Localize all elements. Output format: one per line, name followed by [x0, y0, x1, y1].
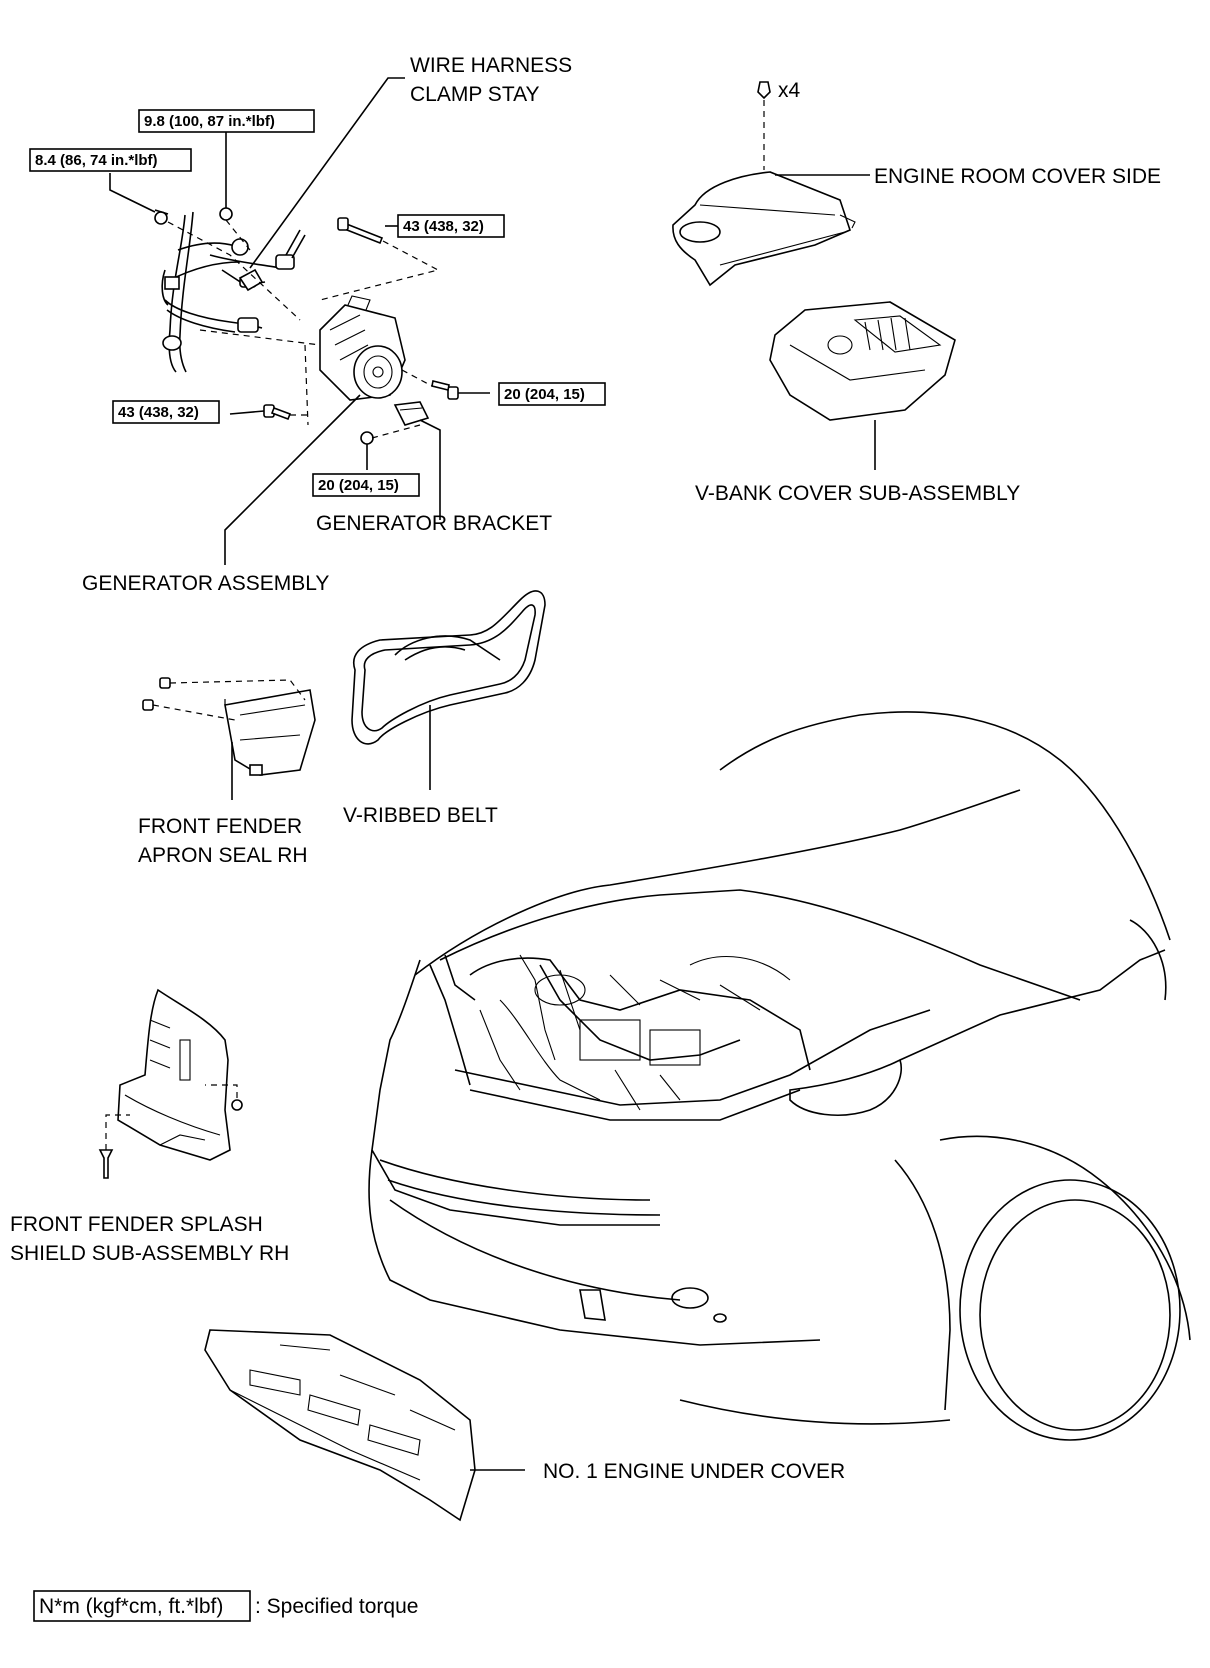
- label-generator-bracket: GENERATOR BRACKET: [316, 512, 552, 535]
- clamp-stay-drawing: [238, 268, 264, 292]
- label-wire-harness-clamp-stay-1: WIRE HARNESS: [410, 54, 572, 77]
- torque-box-9-8: [138, 109, 315, 133]
- torque-box-8-4: [29, 148, 192, 172]
- label-wire-harness-clamp-stay-2: CLAMP STAY: [410, 83, 540, 106]
- cover-bolt-icon: [757, 81, 771, 100]
- torque-box-43-top: [397, 214, 505, 238]
- splash-shield-dashed-guides: [105, 1084, 238, 1150]
- legend-description: : Specified torque: [255, 1595, 418, 1618]
- legend-unit-text: N*m (kgf*cm, ft.*lbf): [39, 1595, 223, 1618]
- bolt-20-right-icon: [431, 380, 459, 400]
- torque-20-right-text: 20 (204, 15): [504, 386, 585, 403]
- torque-43-left-text: 43 (438, 32): [118, 404, 199, 421]
- torque-legend-box: [33, 1590, 251, 1622]
- generator-assembly-drawing: [319, 295, 406, 401]
- vehicle-front-drawing: [368, 711, 1191, 1441]
- bolt-43-top-icon: [337, 217, 384, 245]
- apron-seal-bolt-icons: [142, 677, 171, 711]
- label-front-fender-apron-seal-2: APRON SEAL RH: [138, 844, 308, 867]
- bolt-43-left-icon: [263, 404, 292, 421]
- engine-room-cover-side-drawing: [672, 171, 856, 287]
- label-front-fender-splash-shield-2: SHIELD SUB-ASSEMBLY RH: [10, 1242, 289, 1265]
- torque-box-43-left: [112, 400, 220, 424]
- nut-20-bottom-icon: [360, 431, 374, 445]
- torque-box-20-bottom: [312, 473, 420, 497]
- bolt-8-4-icon: [154, 209, 169, 225]
- torque-9-8-text: 9.8 (100, 87 in.*lbf): [144, 113, 275, 130]
- label-engine-room-cover-side: ENGINE ROOM COVER SIDE: [874, 165, 1161, 188]
- generator-bracket-drawing: [393, 401, 430, 426]
- generator-dashed-guides: [167, 219, 440, 439]
- v-ribbed-belt-drawing: [351, 590, 546, 745]
- label-v-ribbed-belt: V-RIBBED BELT: [343, 804, 498, 827]
- apron-seal-dashed-guides: [152, 679, 306, 721]
- label-no1-engine-under-cover: NO. 1 ENGINE UNDER COVER: [543, 1460, 845, 1483]
- wire-harness-drawing: [161, 211, 306, 373]
- label-front-fender-splash-shield-1: FRONT FENDER SPLASH: [10, 1213, 263, 1236]
- v-bank-cover-drawing: [769, 301, 956, 421]
- torque-43-top-text: 43 (438, 32): [403, 218, 484, 235]
- front-fender-apron-seal-drawing: [224, 689, 316, 776]
- front-fender-splash-shield-drawing: [117, 988, 231, 1161]
- label-generator-assembly: GENERATOR ASSEMBLY: [82, 572, 329, 595]
- splash-shield-fastener-icons: [98, 1099, 243, 1179]
- no1-engine-under-cover-drawing: [204, 1329, 476, 1522]
- torque-box-20-right: [498, 382, 606, 406]
- nut-9-8-icon: [219, 207, 233, 221]
- label-v-bank-cover: V-BANK COVER SUB-ASSEMBLY: [695, 482, 1020, 505]
- torque-20-bottom-text: 20 (204, 15): [318, 477, 399, 494]
- label-front-fender-apron-seal-1: FRONT FENDER: [138, 815, 302, 838]
- generator-leader-lines: [109, 77, 490, 565]
- label-bolt-quantity: x4: [778, 79, 801, 102]
- torque-8-4-text: 8.4 (86, 74 in.*lbf): [35, 152, 158, 169]
